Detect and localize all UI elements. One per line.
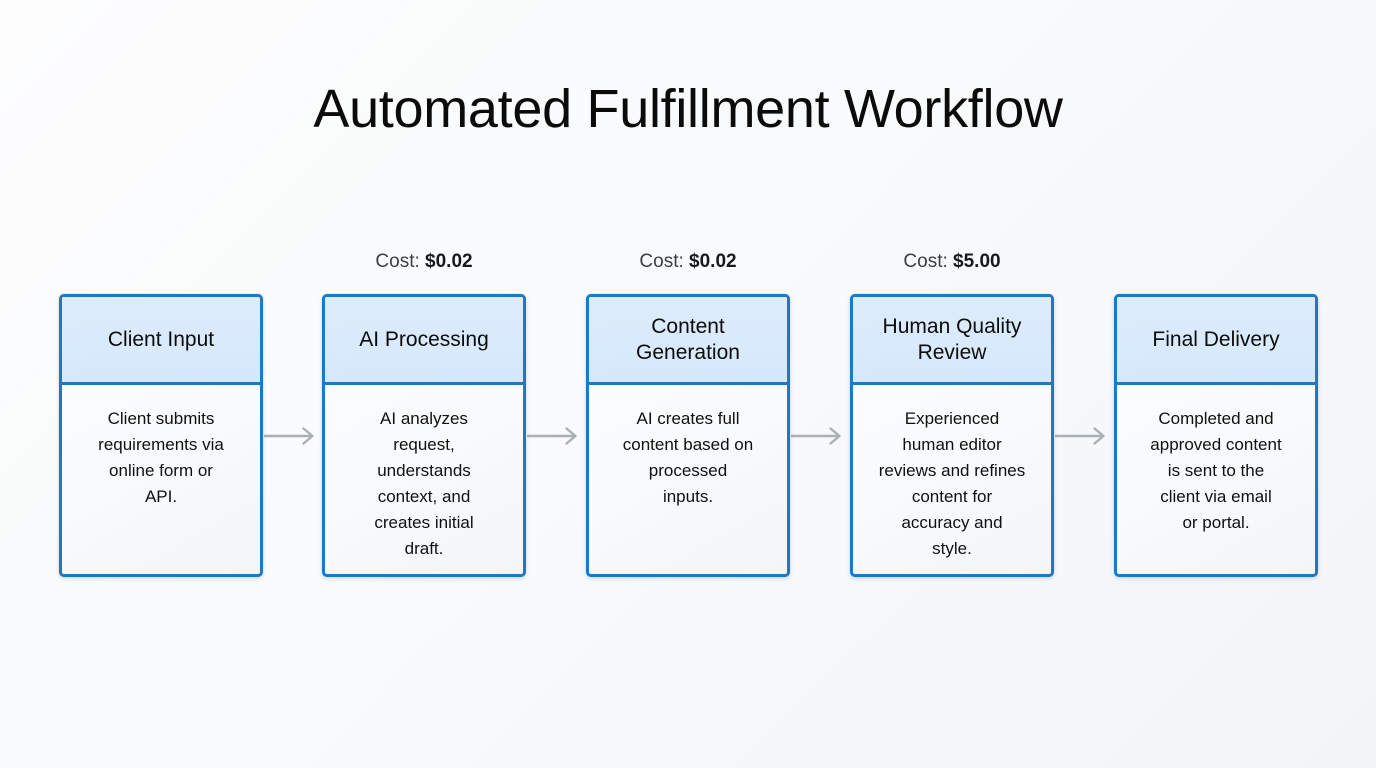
cost-label-prefix: Cost: bbox=[639, 251, 684, 272]
node-box[interactable]: AI Processing AI analyzes request, under… bbox=[322, 294, 526, 577]
node-box[interactable]: Content Generation AI creates full conte… bbox=[586, 294, 790, 577]
workflow-flow-row: Client Input Client submits requirements… bbox=[59, 251, 1318, 577]
node-title: Final Delivery bbox=[1152, 327, 1280, 351]
node-box[interactable]: Client Input Client submits requirements… bbox=[59, 294, 263, 577]
node-header: Human Quality Review bbox=[853, 297, 1051, 385]
node-title: Client Input bbox=[107, 327, 215, 351]
cost-label-value: $0.02 bbox=[689, 251, 737, 272]
workflow-node-human-quality-review[interactable]: Cost: $5.00 Human Quality Review Experie… bbox=[850, 251, 1105, 577]
node-body: Completed and approved content is sent t… bbox=[1117, 385, 1315, 577]
workflow-node-content-generation[interactable]: Cost: $0.02 Content Generation AI create… bbox=[586, 251, 841, 577]
node-box[interactable]: Human Quality Review Experienced human e… bbox=[850, 294, 1054, 577]
cost-label-prefix: Cost: bbox=[903, 251, 948, 272]
cost-label: Cost: $5.00 bbox=[840, 251, 1064, 273]
node-body: AI creates full content based on process… bbox=[589, 385, 787, 577]
node-title: Content Generation bbox=[636, 314, 740, 364]
node-title: Human Quality Review bbox=[882, 314, 1022, 364]
node-description: Client submits requirements via online f… bbox=[98, 409, 224, 506]
node-header: Final Delivery bbox=[1117, 297, 1315, 385]
node-body: Client submits requirements via online f… bbox=[62, 385, 260, 577]
cost-label-value: $0.02 bbox=[425, 251, 473, 272]
node-body: AI analyzes request, understands context… bbox=[325, 385, 523, 577]
node-description: Experienced human editor reviews and ref… bbox=[878, 409, 1026, 558]
page-title: Automated Fulfillment Workflow bbox=[313, 79, 1063, 139]
node-header: Content Generation bbox=[589, 297, 787, 385]
cost-label-prefix: Cost: bbox=[375, 251, 420, 272]
node-description: Completed and approved content is sent t… bbox=[1150, 409, 1282, 532]
cost-label: Cost: $0.02 bbox=[312, 251, 536, 273]
workflow-node-final-delivery[interactable]: Final Delivery Completed and approved co… bbox=[1114, 294, 1318, 577]
node-title: AI Processing bbox=[359, 327, 489, 351]
node-header: AI Processing bbox=[325, 297, 523, 385]
cost-label: Cost: $0.02 bbox=[576, 251, 800, 273]
workflow-node-ai-processing[interactable]: Cost: $0.02 AI Processing AI analyzes re… bbox=[322, 251, 577, 577]
node-description: AI analyzes request, understands context… bbox=[374, 409, 474, 558]
node-header: Client Input bbox=[62, 297, 260, 385]
node-box[interactable]: Final Delivery Completed and approved co… bbox=[1114, 294, 1318, 577]
workflow-node-client-input[interactable]: Client Input Client submits requirements… bbox=[59, 294, 314, 577]
cost-label-value: $5.00 bbox=[953, 251, 1001, 272]
node-description: AI creates full content based on process… bbox=[622, 409, 754, 506]
node-body: Experienced human editor reviews and ref… bbox=[853, 385, 1051, 577]
